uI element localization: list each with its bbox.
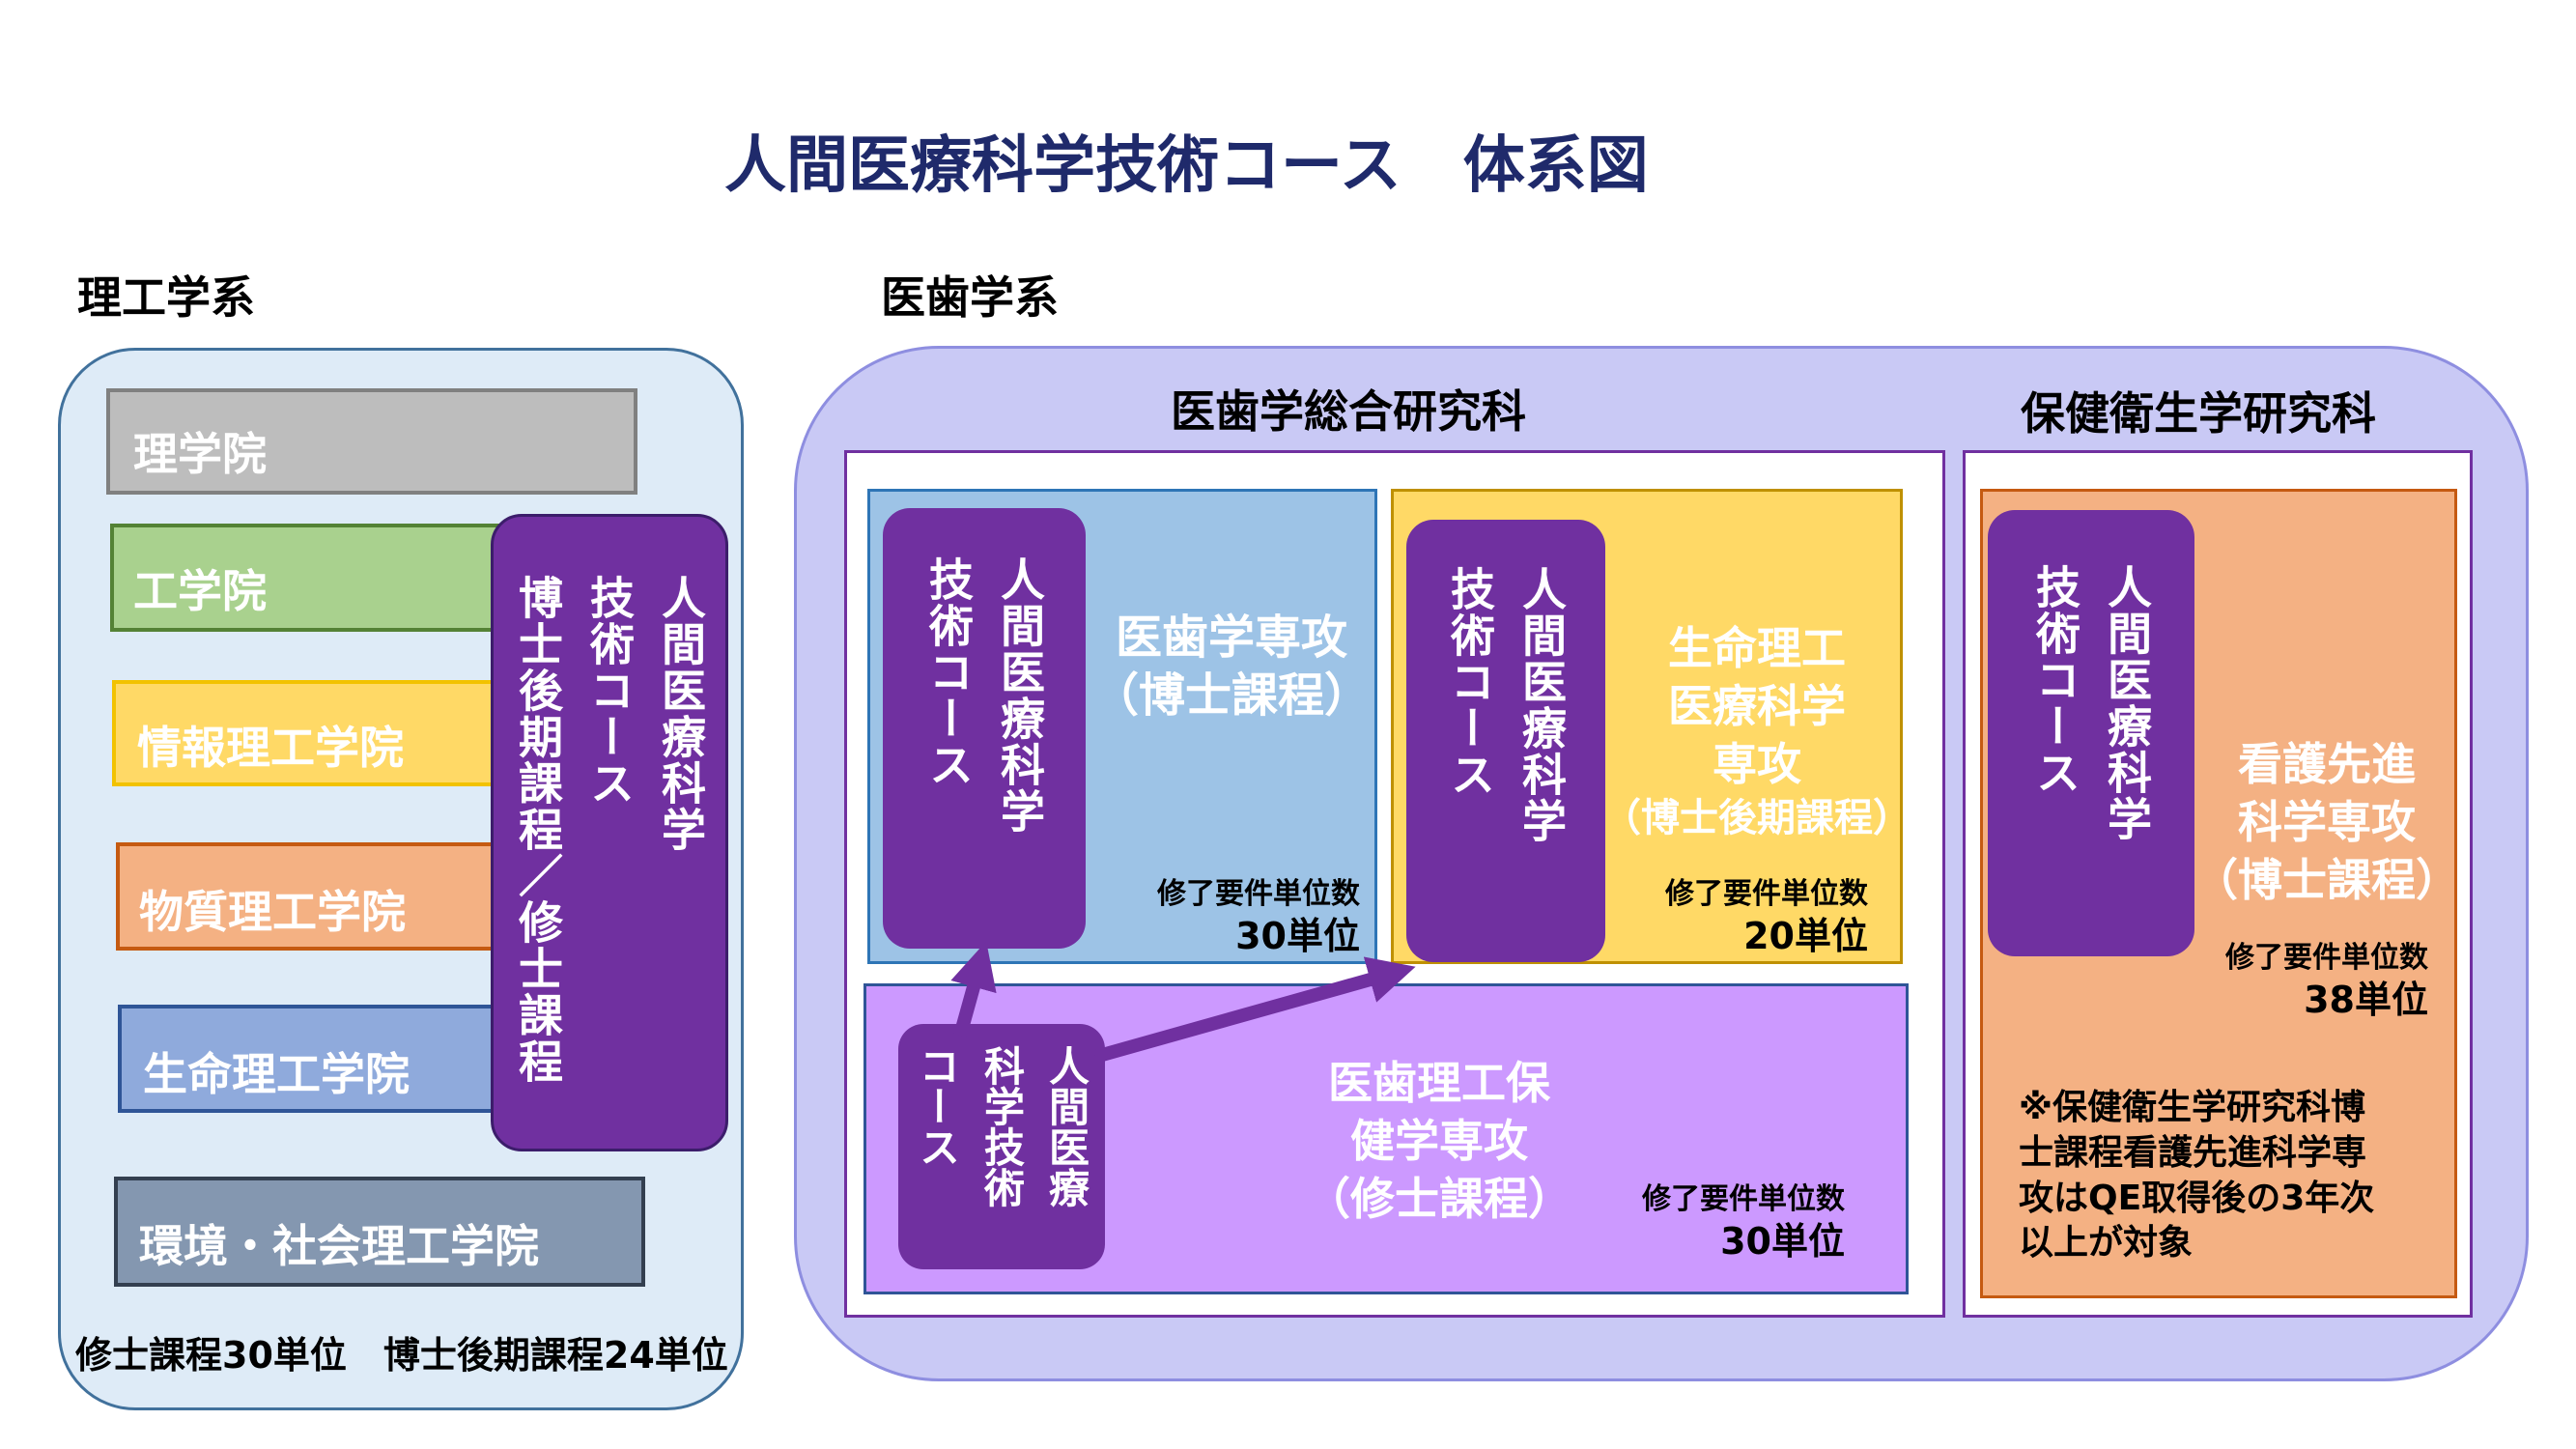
credit-label: 修了要件単位数: [1665, 877, 1868, 911]
program-name-1: 医歯理工保: [1328, 1057, 1550, 1109]
course-name-line1: 人間医療科学: [994, 556, 1046, 835]
program-degree: （博士課程）: [2194, 853, 2460, 906]
school-box-life-science: 生命理工学院: [118, 1005, 543, 1113]
left-credit-requirements: 修士課程30単位 博士後期課程24単位: [75, 1334, 728, 1377]
credit-label: 修了要件単位数: [2225, 941, 2428, 975]
program-name: 医歯学専攻: [1115, 611, 1347, 665]
course-name-line1: 人間医療科学: [2101, 564, 2153, 842]
credit-label: 修了要件単位数: [1157, 877, 1360, 911]
course-block-nursing: 人間医療科学 技術コース: [1988, 510, 2194, 956]
program-masters: 医歯理工保 健学専攻 （修士課程）: [1256, 1055, 1623, 1228]
credit-value: 38単位: [2304, 979, 2428, 1021]
left-course-block: 人間医療科学 技術コース 博士後期課程／修士課程: [491, 514, 728, 1151]
arrow-to-life-eng-course: [1093, 956, 1416, 1064]
course-name-line1: 人間医療: [1042, 1045, 1090, 1208]
school-label: 物質理工学院: [139, 886, 406, 938]
course-name-line2: 技術コース: [2029, 564, 2081, 796]
graduate-school-health-sciences: 保健衛生学研究科: [2021, 387, 2376, 440]
program-med-dent: 医歯学専攻 （博士課程）: [1091, 609, 1372, 724]
note-line: 攻はQE取得後の3年次: [2019, 1178, 2375, 1218]
school-box-computing: 情報理工学院: [112, 680, 537, 786]
note-line: 以上が対象: [2019, 1223, 2194, 1264]
page-title: 人間医療科学技術コース 体系図: [724, 130, 1649, 202]
program-degree: （博士課程）: [1091, 668, 1371, 723]
school-box-science: 理学院: [106, 388, 637, 495]
program-name-3: 専攻: [1713, 737, 1801, 790]
course-name-line2: 科学技術: [977, 1045, 1026, 1208]
school-label: 情報理工学院: [137, 722, 404, 774]
course-block-life-eng: 人間医療科学 技術コース: [1406, 520, 1605, 962]
credit-value: 30単位: [1720, 1220, 1845, 1263]
credit-label: 修了要件単位数: [1642, 1182, 1845, 1216]
course-name-line1: 人間医療科学: [655, 575, 707, 853]
nursing-note: ※保健衛生学研究科博 士課程看護先進科学専 攻はQE取得後の3年次 以上が対象: [2019, 1086, 2444, 1266]
school-label: 生命理工学院: [143, 1048, 410, 1100]
program-name-2: 医療科学: [1668, 679, 1846, 732]
program-nursing: 看護先進 科学専攻 （博士課程）: [2194, 736, 2460, 909]
left-section-heading: 理工学系: [77, 271, 255, 324]
school-label: 環境・社会理工学院: [139, 1220, 539, 1272]
course-degree: 博士後期課程／修士課程: [512, 575, 564, 1085]
credit-value: 30単位: [1235, 915, 1360, 957]
school-label: 工学院: [133, 565, 267, 617]
program-degree: （修士課程）: [1306, 1172, 1572, 1225]
right-section-heading: 医歯学系: [881, 271, 1059, 324]
school-label: 理学院: [133, 428, 267, 480]
school-box-engineering: 工学院: [110, 524, 535, 632]
arrow-to-med-dent-course: [950, 941, 997, 1037]
course-block-med-dent: 人間医療科学 技術コース: [883, 508, 1086, 949]
course-name-line2: 技術コース: [583, 575, 636, 807]
graduate-school-med-dent: 医歯学総合研究科: [1171, 385, 1526, 438]
credit-value: 20単位: [1743, 915, 1868, 957]
program-name-2: 科学専攻: [2238, 795, 2416, 848]
program-degree: （博士後期課程）: [1602, 796, 1911, 841]
program-life-eng: 生命理工 医療科学 専攻 （博士後期課程）: [1602, 620, 1911, 843]
course-name-line3: コース: [913, 1045, 961, 1167]
course-block-masters: 人間医療 科学技術 コース: [898, 1024, 1105, 1269]
course-name-line2: 技術コース: [922, 556, 975, 788]
program-name-1: 看護先進: [2238, 738, 2416, 790]
note-line: ※保健衛生学研究科博: [2019, 1088, 2365, 1127]
course-name-line2: 技術コース: [1444, 566, 1496, 798]
program-name-2: 健学専攻: [1350, 1114, 1528, 1167]
note-line: 士課程看護先進科学専: [2019, 1132, 2367, 1173]
course-name-line1: 人間医療科学: [1515, 566, 1568, 844]
school-box-materials: 物質理工学院: [116, 842, 541, 951]
school-box-environment: 環境・社会理工学院: [114, 1177, 645, 1287]
program-name-1: 生命理工: [1668, 622, 1846, 674]
